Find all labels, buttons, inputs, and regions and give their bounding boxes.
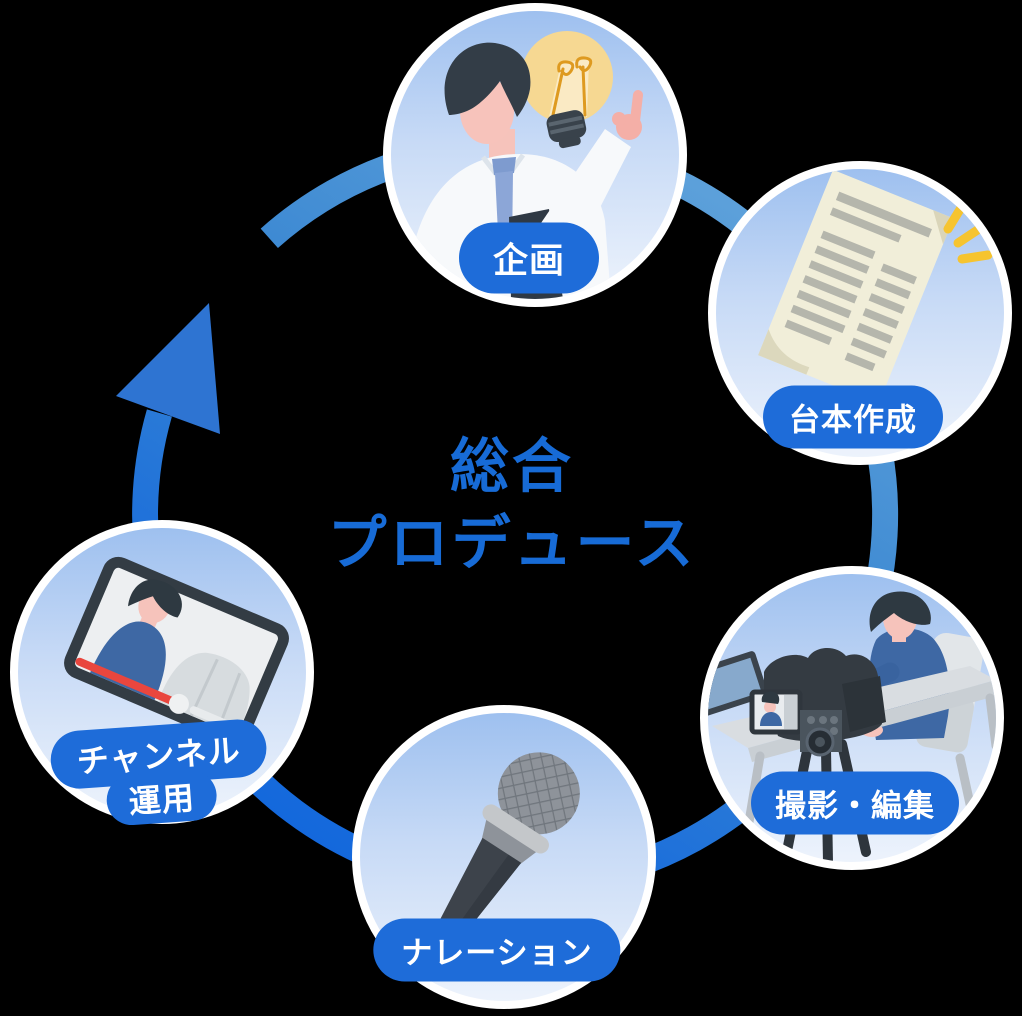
- center-title: 総合 プロデュース: [327, 428, 696, 581]
- step-label-channel-management: チャンネル 運用: [48, 717, 271, 831]
- video-player-icon: [64, 556, 289, 748]
- step-label-narration: ナレーション: [373, 918, 621, 982]
- center-title-line2: プロデュース: [327, 508, 697, 577]
- step-label-script-writing: 台本作成: [763, 385, 943, 449]
- center-title-line1: 総合: [449, 431, 574, 501]
- step-label-filming-editing: 撮影・編集: [751, 771, 959, 835]
- step-label-channel-line2: 運用: [105, 769, 219, 827]
- script-document-icon: [758, 170, 993, 403]
- step-circle-script-writing: [708, 161, 1012, 465]
- cycle-arrow-icon: [116, 303, 220, 434]
- step-label-planning: 企画: [458, 222, 600, 294]
